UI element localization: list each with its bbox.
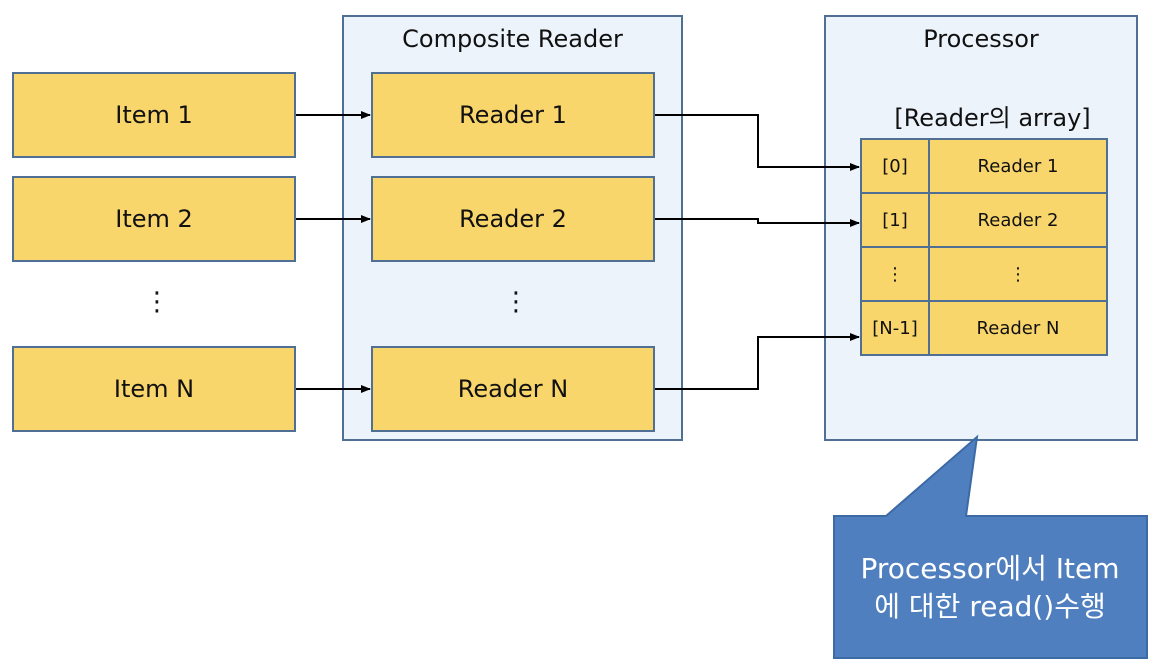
connector-reader1-array0 [655,114,860,171]
composite-reader-title: Composite Reader [402,25,623,53]
connector-readern-arrayn1 [655,333,860,390]
array-value-3: Reader N [928,300,1108,356]
array-value-1: Reader 2 [928,192,1108,248]
items-ellipsis: ⋮ [144,287,170,317]
reader-array-table: [0] Reader 1 [1] Reader 2 ⋮ ⋮ [N-1] Read… [860,138,1108,356]
array-index-0: [0] [860,138,930,194]
item-1-box: Item 1 [12,72,296,158]
processor-title: Processor [923,25,1039,53]
item-2-label: Item 2 [115,205,193,233]
array-value-2: ⋮ [928,246,1108,302]
array-index-2: ⋮ [860,246,930,302]
reader-n-box: Reader N [371,346,655,432]
item-n-box: Item N [12,346,296,432]
reader-2-label: Reader 2 [459,205,567,233]
callout-line-1: Processor에서 Item [860,552,1120,585]
reader-array-label: [Reader의 array] [894,104,1091,132]
callout-bubble [833,434,1148,659]
array-value-0: Reader 1 [928,138,1108,194]
reader-n-label: Reader N [457,375,569,403]
item-n-label: Item N [113,375,195,403]
callout-line-2: 에 대한 read()수행 [874,590,1106,623]
reader-1-box: Reader 1 [371,72,655,158]
array-row-3: [N-1] Reader N [860,300,1108,356]
callout-text: Processor에서 Item 에 대한 read()수행 [836,550,1144,626]
item-2-box: Item 2 [12,176,296,262]
readers-ellipsis: ⋮ [503,287,529,317]
array-row-2: ⋮ ⋮ [860,246,1108,302]
array-index-3: [N-1] [860,300,930,356]
connector-reader2-array1 [655,218,860,227]
item-1-label: Item 1 [115,101,193,129]
array-index-1: [1] [860,192,930,248]
array-row-1: [1] Reader 2 [860,192,1108,248]
array-row-0: [0] Reader 1 [860,138,1108,194]
reader-2-box: Reader 2 [371,176,655,262]
reader-1-label: Reader 1 [459,101,567,129]
